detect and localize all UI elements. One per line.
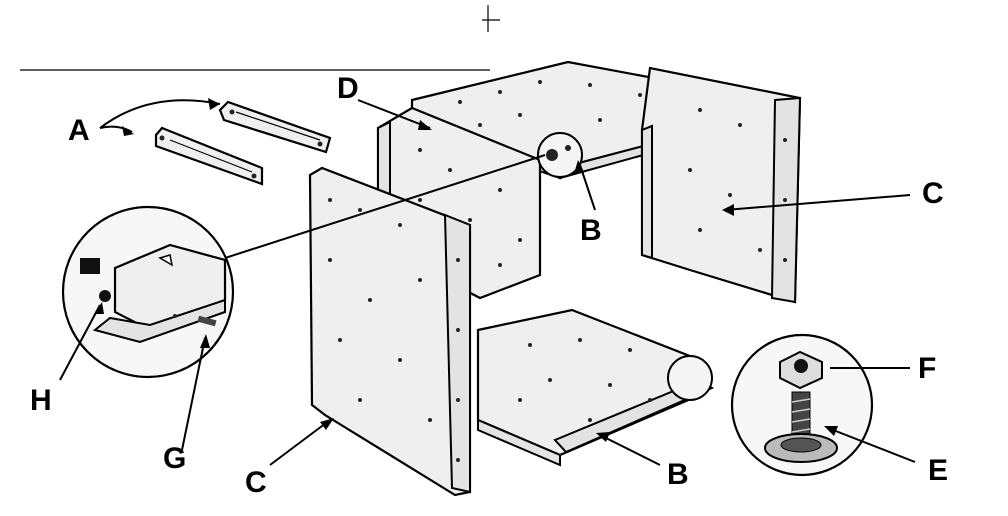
label-d: D bbox=[337, 72, 359, 105]
label-e: E bbox=[928, 454, 948, 487]
rail-a-upper bbox=[218, 100, 332, 154]
front-side-panel-c bbox=[308, 166, 472, 497]
label-h: H bbox=[30, 384, 52, 417]
label-g: G bbox=[163, 442, 186, 475]
detail-leader-line bbox=[224, 154, 546, 259]
label-c-right: C bbox=[922, 177, 944, 210]
label-a: A bbox=[68, 114, 90, 147]
rail-a-lower bbox=[154, 126, 264, 186]
bottom-shelf-panel bbox=[476, 308, 715, 467]
label-c-bottom: C bbox=[245, 466, 267, 499]
top-shelf-detail-circle bbox=[537, 132, 583, 178]
leveler-detail-circle bbox=[730, 333, 874, 477]
header-rule bbox=[20, 5, 500, 71]
bracket-detail-circle bbox=[61, 205, 235, 379]
leader-lines bbox=[59, 98, 916, 466]
label-b-top: B bbox=[580, 214, 602, 247]
right-side-panel-c bbox=[640, 66, 802, 304]
label-b-bottom: B bbox=[667, 458, 689, 491]
label-f: F bbox=[918, 352, 936, 385]
